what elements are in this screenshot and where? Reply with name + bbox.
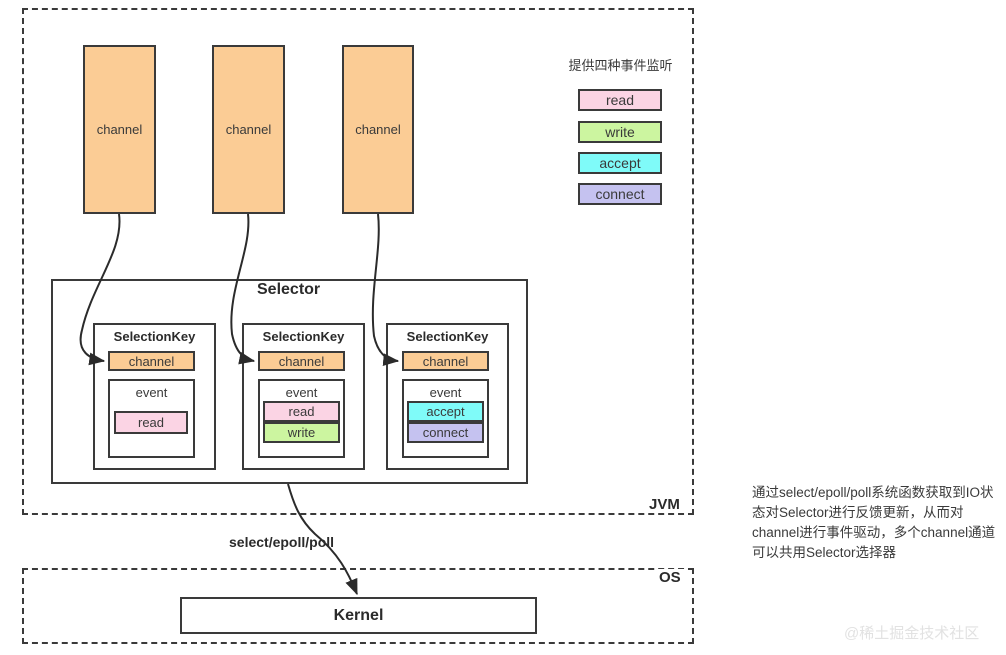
event-pill-read[interactable]: read: [114, 411, 188, 434]
channel-pill-label: channel: [422, 353, 469, 369]
kernel-label: Kernel: [333, 606, 384, 624]
jvm-zone: [22, 8, 694, 515]
event-pill-label: read: [137, 415, 165, 430]
legend-item-accept[interactable]: accept: [578, 152, 662, 174]
channel-label: channel: [225, 122, 272, 137]
channel-box-2[interactable]: channel: [212, 45, 285, 214]
event-pill-accept[interactable]: accept: [407, 401, 484, 422]
channel-label: channel: [355, 122, 401, 137]
legend-item-read[interactable]: read: [578, 89, 662, 111]
selection-key-channel-pill[interactable]: channel: [258, 351, 345, 371]
os-zone-label: OS: [655, 569, 685, 586]
selection-key-channel-pill[interactable]: channel: [108, 351, 195, 371]
legend-item-label: write: [605, 124, 635, 140]
legend-item-write[interactable]: write: [578, 121, 662, 143]
event-pill-write[interactable]: write: [263, 422, 340, 443]
event-pill-label: accept: [426, 404, 465, 419]
os-zone: [22, 568, 694, 644]
legend-item-label: accept: [599, 155, 641, 171]
selection-key-channel-pill[interactable]: channel: [402, 351, 489, 371]
legend-title: 提供四种事件监听: [568, 58, 673, 73]
event-pill-label: connect: [422, 425, 469, 440]
event-pill-read[interactable]: read: [263, 401, 340, 422]
legend-item-label: read: [605, 92, 635, 108]
selection-key-title: SelectionKey: [113, 329, 196, 344]
selection-key-title: SelectionKey: [262, 329, 345, 344]
watermark: @稀土掘金技术社区: [844, 625, 980, 642]
side-note-text: 通过select/epoll/poll系统函数获取到IO状态对Selector进…: [752, 485, 996, 560]
channel-label: channel: [96, 122, 143, 137]
event-label: event: [135, 385, 168, 400]
channel-pill-label: channel: [128, 353, 175, 369]
channel-box-3[interactable]: channel: [342, 45, 414, 214]
selector-title: Selector: [257, 281, 321, 298]
kernel-box[interactable]: Kernel: [180, 597, 537, 634]
selection-key-title: SelectionKey: [406, 329, 489, 344]
legend-item-label: connect: [595, 186, 645, 202]
legend-item-connect[interactable]: connect: [578, 183, 662, 205]
channel-pill-label: channel: [278, 353, 325, 369]
syscall-edge-label: select/epoll/poll: [226, 534, 338, 550]
event-pill-connect[interactable]: connect: [407, 422, 484, 443]
jvm-zone-label: JVM: [645, 496, 684, 513]
event-pill-label: write: [287, 425, 316, 440]
event-label: event: [429, 385, 462, 400]
event-pill-label: read: [288, 404, 315, 419]
channel-box-1[interactable]: channel: [83, 45, 156, 214]
event-label: event: [285, 385, 318, 400]
